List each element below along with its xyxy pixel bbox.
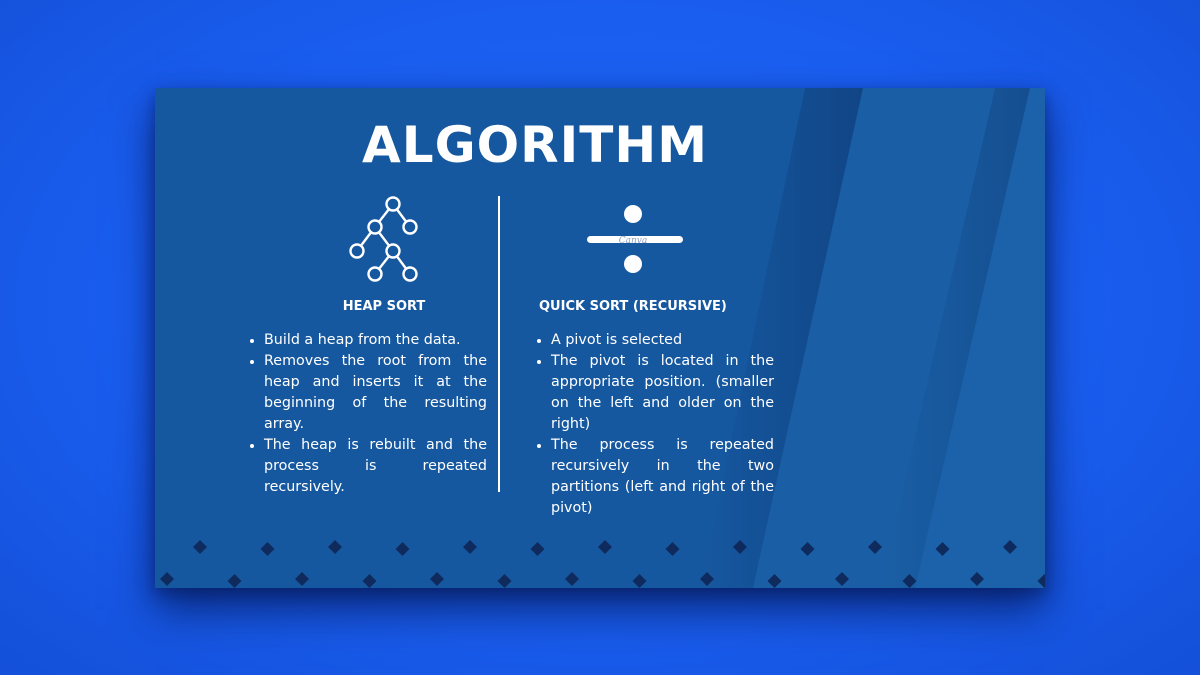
heap-sort-heading: HEAP SORT — [342, 299, 426, 314]
icon-watermark: Canva — [619, 236, 648, 246]
slide-card: ALGORITHM HEAP SORT Build a heap from th… — [155, 88, 1045, 588]
list-item: A pivot is selected — [551, 330, 774, 351]
diamond-shape — [430, 572, 444, 586]
heap-sort-list: Build a heap from the data. Removes the … — [250, 330, 487, 498]
list-item: The process is repeated recursively in t… — [551, 435, 774, 519]
tree-structure-icon — [349, 196, 418, 282]
quick-sort-heading: QUICK SORT (RECURSIVE) — [539, 299, 727, 314]
list-item: Build a heap from the data. — [264, 330, 487, 351]
slide-title: ALGORITHM — [362, 116, 708, 174]
diamond-shape — [328, 540, 342, 554]
diamond-shape — [395, 542, 410, 556]
diamond-shape — [868, 540, 882, 554]
list-item: The heap is rebuilt and the process is r… — [264, 435, 487, 498]
diamond-shape — [497, 574, 512, 588]
diamond-shape — [295, 572, 309, 586]
diamond-shape — [362, 574, 377, 588]
diamond-shape — [665, 542, 680, 556]
diamond-shape — [530, 542, 545, 556]
diamond-shape — [1037, 574, 1045, 588]
column-divider — [498, 196, 500, 492]
diamond-shape — [565, 572, 579, 586]
diamond-shape — [227, 574, 242, 588]
diamond-shape — [598, 540, 612, 554]
diamond-shape — [260, 542, 275, 556]
list-item: The pivot is located in the appropriate … — [551, 351, 774, 435]
diamond-shape — [632, 574, 647, 588]
diamond-shape — [463, 540, 477, 554]
diamond-shape — [193, 540, 207, 554]
divide-icon: Canva — [587, 205, 683, 273]
diamond-shape — [160, 572, 174, 586]
list-item: Removes the root from the heap and inser… — [264, 351, 487, 435]
quick-sort-list: A pivot is selected The pivot is located… — [537, 330, 774, 519]
